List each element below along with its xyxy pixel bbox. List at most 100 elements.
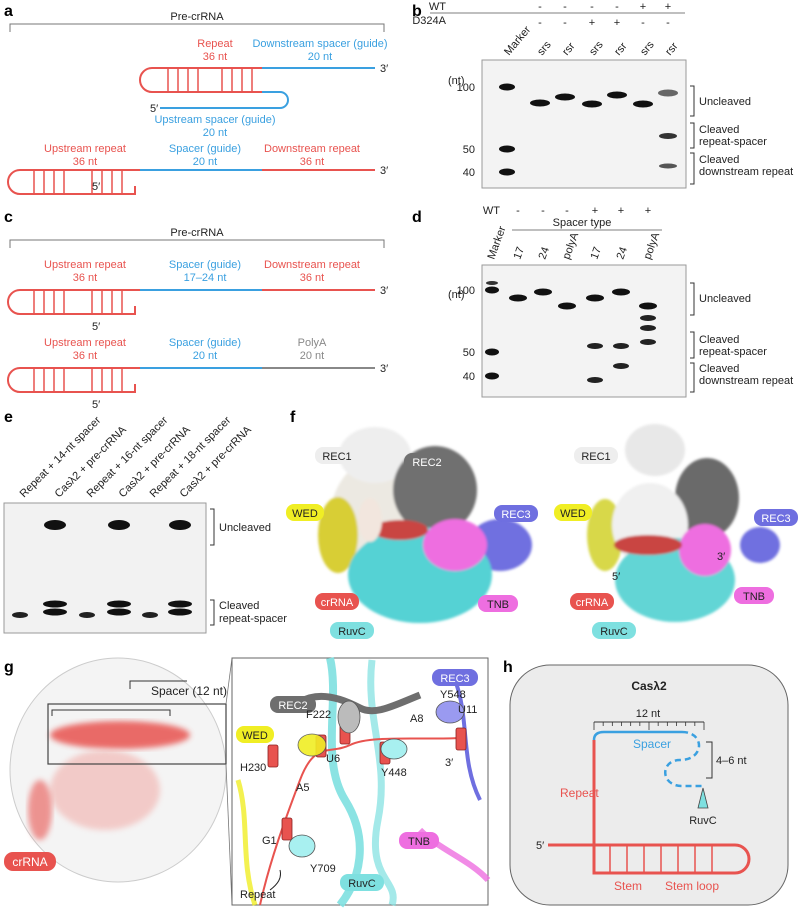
panel-h: h Casλ2 12 nt Spacer 4–6 nt RuvC Repeat … [503,659,789,906]
spacer-label-c: Spacer (guide) [169,259,241,271]
d324a-sign-b-2: + [589,17,595,29]
wt-sign-d-1: - [541,205,545,217]
band-uncleaved-e: Uncleaved [219,522,271,534]
label-rec3-f1: REC3 [501,509,530,521]
upstream-repeat-label-c: Upstream repeat [44,259,126,271]
end5-c2: 5′ [92,399,100,411]
nt12-label: 12 nt [636,708,660,720]
residue-label-a5: A5 [296,782,309,794]
band-e-repeat-2 [79,612,95,618]
panel-a-letter: a [4,3,13,20]
rec2-label-g: REC2 [278,700,307,712]
spacer-type-label: Spacer type [553,217,612,229]
panel-f: f REC1 REC2 [286,409,798,639]
band-cleaved-rs-b-1: Cleaved [699,124,739,136]
band-d-lane-4 [586,294,604,302]
end5-h: 5′ [536,840,544,852]
tnb-label-g: TNB [408,836,430,848]
band-d-cleaved-3 [613,363,629,369]
lane-label-d-4: 17 [589,245,604,261]
end3-f: 3′ [717,551,725,563]
label-tnb-f1: TNB [487,599,509,611]
band-e-cleaved-a-1 [43,600,67,608]
end3-c2: 3′ [380,363,388,375]
band-e-cleaved-b-3 [107,608,131,616]
band-d-lane-6 [639,302,657,310]
rec3-label-g: REC3 [440,673,469,685]
spacer-len-c: 17–24 nt [184,272,227,284]
wt-sign-d-3: + [592,205,598,217]
marker-band-d-top [486,281,498,285]
d324a-sign-b-5: - [666,17,670,29]
cartoon-model [587,424,780,622]
wt-sign-b-3: - [615,1,619,13]
label-crrna-f1: crRNA [321,597,354,609]
gel-d [481,264,687,398]
pre-crrna-title-c: Pre-crRNA [170,227,224,239]
band-d-cleaved-5 [640,315,656,321]
panel-b-letter: b [412,3,422,20]
residue-label-y709: Y709 [310,863,336,875]
wed-label-g: WED [242,730,268,742]
downstream-repeat-len-c: 36 nt [300,272,324,284]
spacer-label-h: Spacer [633,737,671,751]
downstream-repeat-len-a: 36 nt [300,156,324,168]
band-e-cleaved-b-1 [43,608,67,616]
label-crrna-f2: crRNA [576,597,609,609]
panel-h-letter: h [503,659,513,676]
band-d-cleaved-4 [640,339,656,345]
spacer-label-c2: Spacer (guide) [169,337,241,349]
panel-g: g Spacer (12 nt) crRNA [4,657,491,908]
marker-label-b-0: 100 [457,82,475,94]
ruvc-label-h: RuvC [689,815,717,827]
density-map [318,427,532,623]
residue-label-h230: H230 [240,762,266,774]
end3-c1: 3′ [380,285,388,297]
marker-band-b-0 [499,83,515,91]
band-b-lane-2 [555,93,575,101]
label-ruvc-f1: RuvC [338,626,366,638]
lane-label-d-3: polyA [561,230,582,261]
band-d-lane-3 [558,302,576,310]
end3-a2: 3′ [380,165,388,177]
end5-f: 5′ [612,571,620,583]
upstream-repeat-label-a: Upstream repeat [44,143,126,155]
repeat-label-h: Repeat [560,786,599,800]
marker-label-d-1: 50 [463,347,475,359]
marker-band-b-1 [499,145,515,153]
upstream-repeat-label-c2: Upstream repeat [44,337,126,349]
band-b-lane-6 [658,89,678,97]
marker-label-d-2: 40 [463,371,475,383]
panel-a: a Pre-crRNA Repeat 36 nt Downstream spac… [4,3,388,195]
repeat-label-a: Repeat [197,38,232,50]
band-b-lane-3 [582,100,602,108]
lane-label-d-5: 24 [615,245,630,261]
marker-label-b-2: 40 [463,167,475,179]
d324a-sign-b-3: + [614,17,620,29]
lane-label-b-2: rsr [560,40,578,58]
wt-label-d: WT [483,205,500,217]
band-e-uncleaved-1 [44,520,66,530]
casl2-title: Casλ2 [631,679,667,693]
f-labels: REC1 REC2 WED REC3 crRNA TNB RuvC REC1 W… [286,447,798,639]
band-d-cleaved-1 [587,377,603,383]
wt-sign-d-4: + [618,205,624,217]
upstream-repeat-len-c: 36 nt [73,272,97,284]
residue-label-y548: Y548 [440,689,466,701]
wt-sign-d-2: - [565,205,569,217]
lane-label-d-0: Marker [486,224,509,261]
lane-label-d-6: polyA [642,230,663,261]
band-cleaved-rs-d-1: Cleaved [699,334,739,346]
band-d-cleaved-6 [640,325,656,331]
d324a-label-b: D324A [412,15,446,27]
downstream-spacer-len: 20 nt [308,51,332,63]
unit-d: (nt) [448,289,465,301]
gel-b [481,59,687,189]
wt-label-b: WT [429,1,446,13]
band-d-lane-2 [534,288,552,296]
band-cleaved-e-1: Cleaved [219,600,259,612]
band-e-uncleaved-3 [108,520,130,530]
lane-label-b-3: srs [587,39,606,58]
panel-f-letter: f [290,409,296,426]
lane-label-b-6: rsr [663,40,681,58]
